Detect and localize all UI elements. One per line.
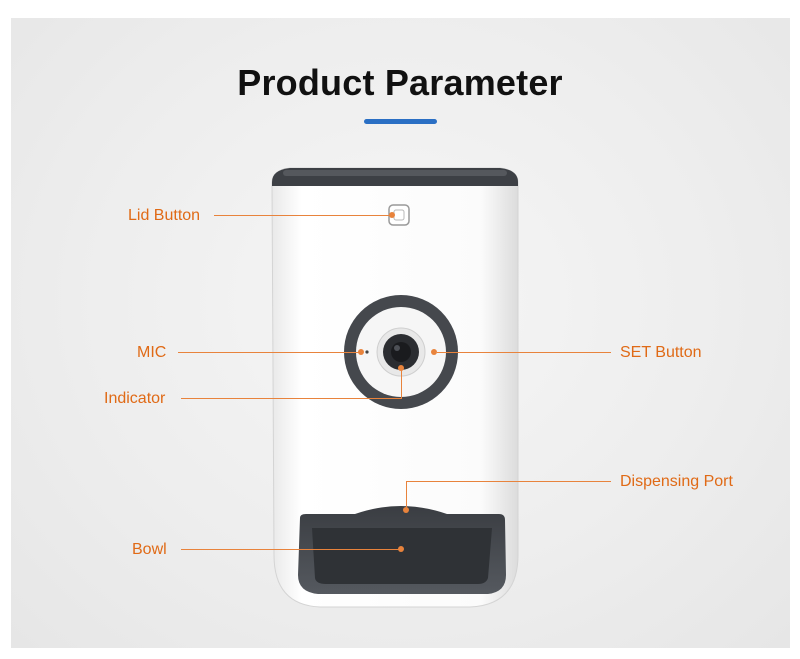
label-mic: MIC bbox=[137, 344, 167, 361]
leader-dispensing-port bbox=[406, 481, 611, 482]
title-underline bbox=[364, 119, 437, 124]
label-set-button: SET Button bbox=[620, 344, 702, 361]
leader-mic bbox=[178, 352, 361, 353]
label-dispensing-port: Dispensing Port bbox=[620, 473, 733, 490]
leader-bowl bbox=[181, 549, 401, 550]
dot-bowl bbox=[398, 546, 404, 552]
leader-indicator-vertical bbox=[401, 370, 402, 399]
dot-set-button bbox=[431, 349, 437, 355]
dot-lid-button bbox=[389, 212, 395, 218]
leader-indicator bbox=[181, 398, 401, 399]
leader-set-button bbox=[437, 352, 611, 353]
page-title: Product Parameter bbox=[237, 62, 563, 103]
dot-indicator bbox=[398, 365, 404, 371]
label-lid-button: Lid Button bbox=[128, 207, 201, 224]
dot-dispensing-port bbox=[403, 507, 409, 513]
label-indicator: Indicator bbox=[104, 390, 166, 407]
label-bowl: Bowl bbox=[132, 541, 167, 558]
dot-mic bbox=[358, 349, 364, 355]
leader-lid-button bbox=[214, 215, 392, 216]
leader-dispensing-port-vertical bbox=[406, 481, 407, 509]
